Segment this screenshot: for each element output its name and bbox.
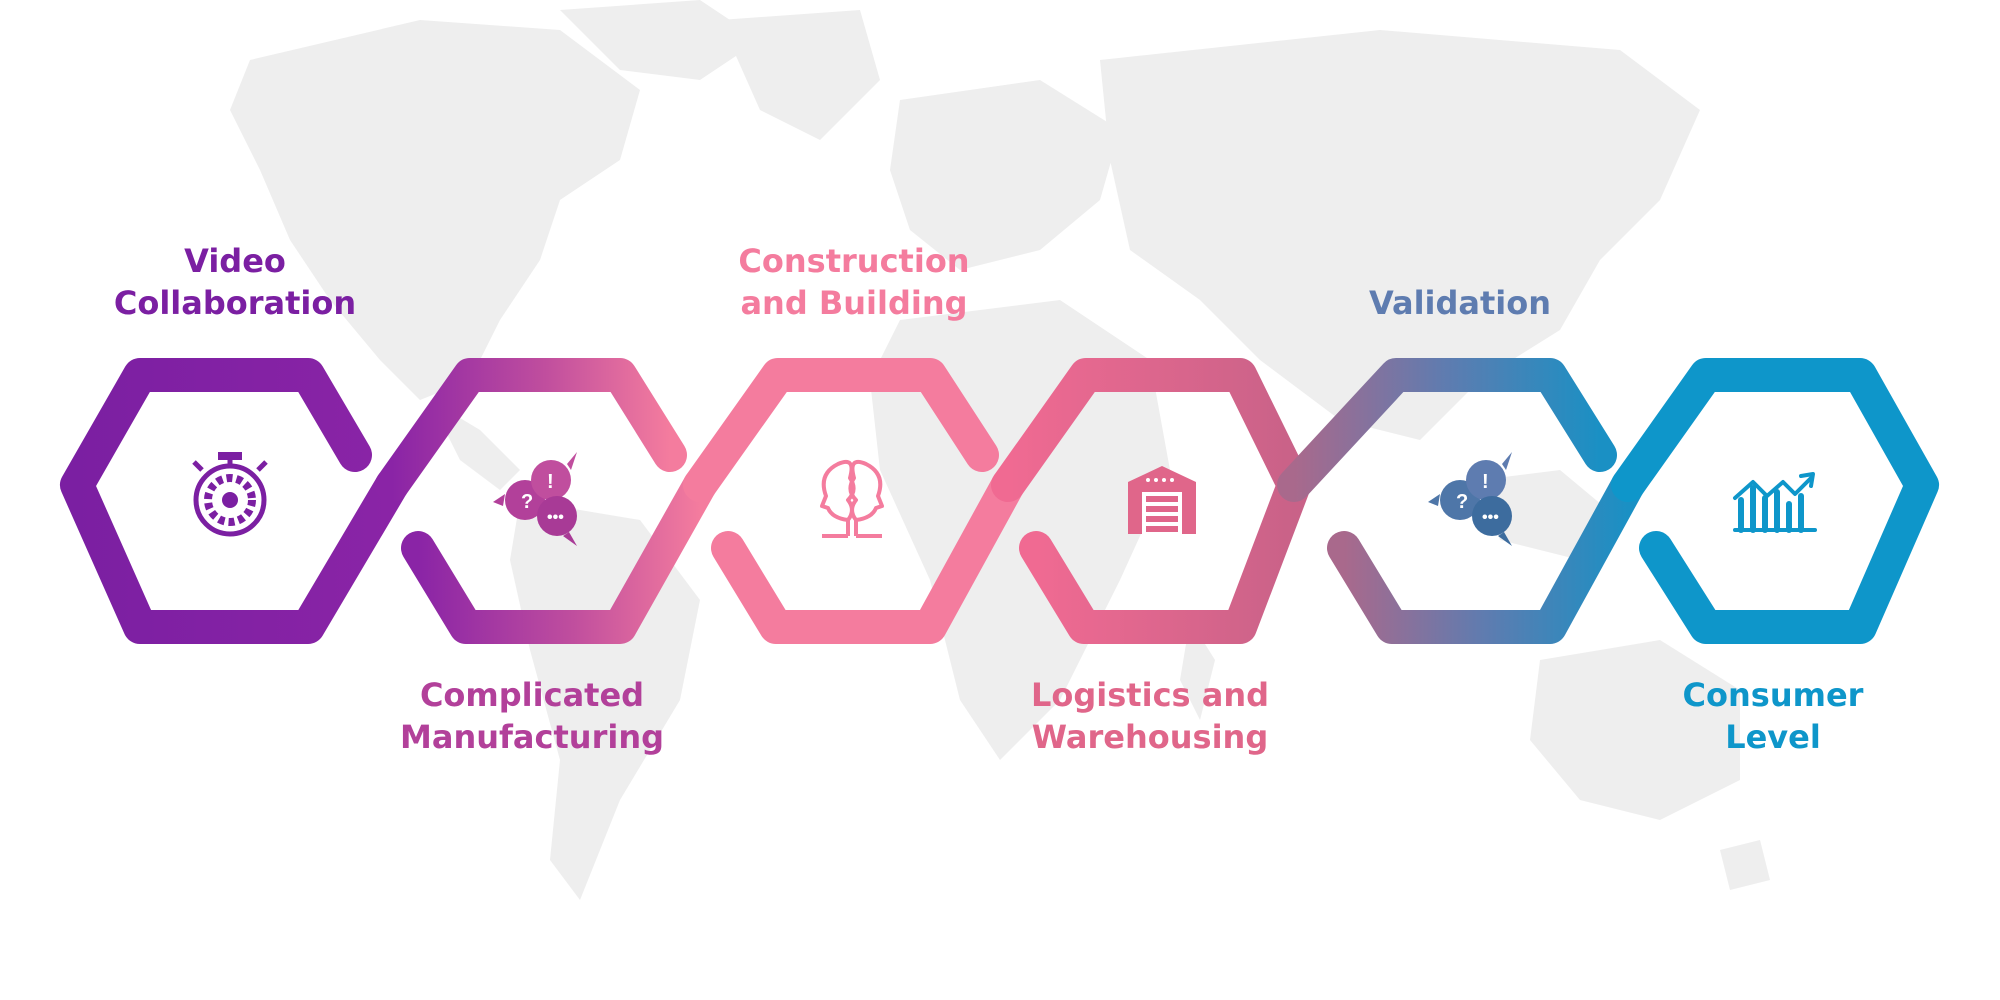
step-label-6: Consumer Level (1682, 676, 1864, 756)
hexagon-segment-6 (1611, 358, 1939, 644)
hexagon-segment-3b (711, 468, 1025, 644)
svg-text:?: ? (1456, 491, 1468, 513)
svg-text:•••: ••• (547, 509, 564, 526)
warehouse-icon (1128, 466, 1196, 534)
growth-chart-icon (1733, 472, 1817, 533)
hexagon-segment-2 (375, 358, 687, 502)
step-label-1: Video Collaboration (113, 242, 357, 322)
stopwatch-gear-icon (192, 452, 268, 537)
hexagon-segment-5 (1277, 358, 1617, 502)
svg-text:!: ! (547, 471, 554, 493)
hexagon-segment-1 (60, 358, 409, 644)
svg-text:!: ! (1482, 471, 1489, 493)
two-heads-icon (820, 459, 884, 538)
hexagon-segment-2b (401, 468, 717, 644)
hexagon-segment-5b (1327, 468, 1645, 644)
hexagon-segment-4b (1019, 468, 1311, 644)
step-label-2: Complicated Manufacturing (400, 676, 664, 756)
hexagon-segment-4 (991, 358, 1311, 502)
speech-bubbles-icon: ? ! ••• (493, 452, 577, 546)
svg-text:?: ? (521, 491, 533, 513)
svg-text:•••: ••• (1482, 509, 1499, 526)
step-label-4: Logistics and Warehousing (1031, 676, 1269, 756)
step-label-3: Construction and Building (738, 242, 970, 322)
step-label-5: Validation (1368, 284, 1552, 322)
speech-bubbles-icon: ? ! ••• (1428, 452, 1512, 546)
hexagon-segment-3 (683, 358, 999, 502)
